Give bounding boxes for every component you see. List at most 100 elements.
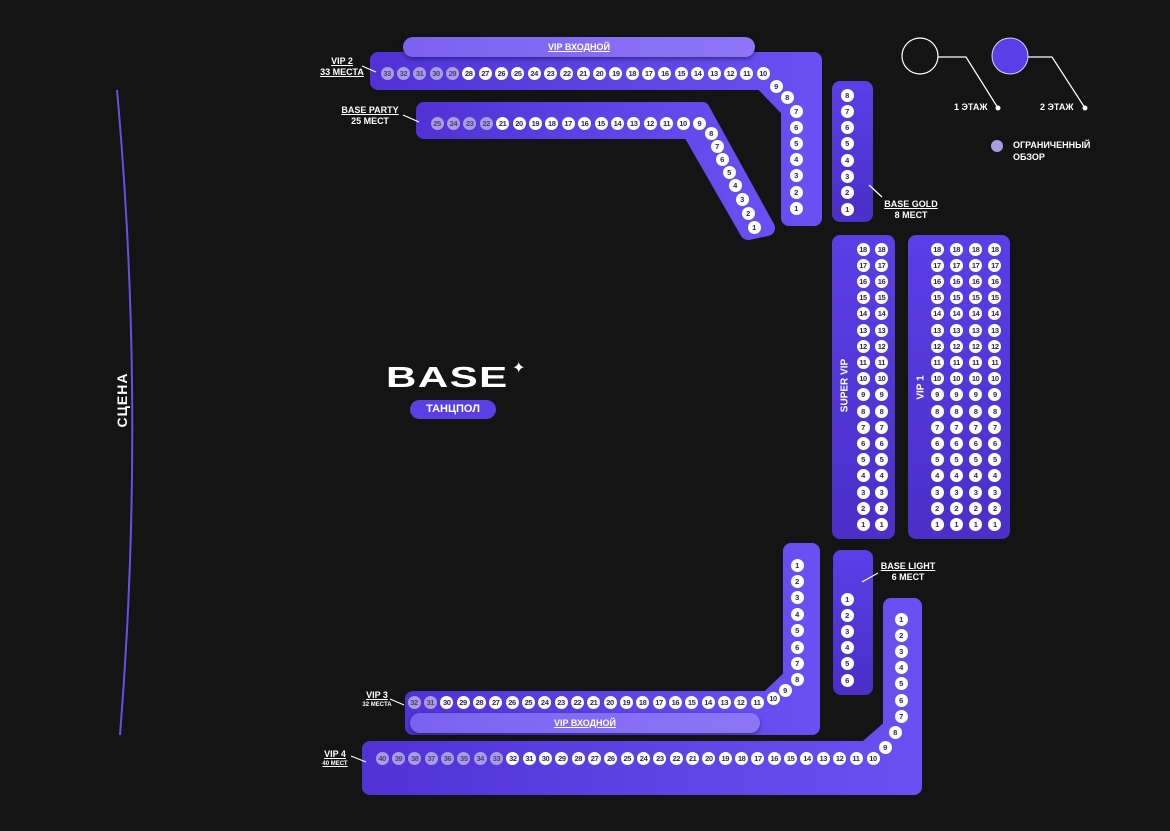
seat-vip3[interactable]: 13 [717,695,731,709]
seat-vip1[interactable]: 11 [949,355,963,369]
seat-base-party[interactable]: 22 [479,116,493,130]
seat-vip2[interactable]: 31 [413,66,427,80]
seat-vip3[interactable]: 30 [440,695,454,709]
seat-vip3[interactable]: 14 [701,695,715,709]
seat-vip3[interactable]: 25 [521,695,535,709]
seat-super-vip[interactable]: 17 [856,258,870,272]
seat-vip3[interactable]: 19 [619,695,633,709]
seat-vip1[interactable]: 16 [988,274,1002,288]
seat-vip2[interactable]: 15 [674,66,688,80]
seat-vip4[interactable]: 33 [490,751,504,765]
seat-vip2[interactable]: 3 [789,169,803,183]
seat-vip2[interactable]: 27 [478,66,492,80]
seat-base-party[interactable]: 11 [660,116,674,130]
seat-vip4[interactable]: 23 [653,751,667,765]
seat-vip1[interactable]: 16 [969,274,983,288]
seat-vip3[interactable]: 11 [750,695,764,709]
seat-super-vip[interactable]: 15 [875,291,888,305]
seat-base-party[interactable]: 20 [512,116,526,130]
seat-vip3[interactable]: 4 [790,607,804,621]
seat-vip1[interactable]: 10 [988,372,1002,386]
seat-vip3[interactable]: 31 [423,695,437,709]
seat-super-vip[interactable]: 6 [856,436,870,450]
seat-vip3[interactable]: 9 [778,683,792,697]
seat-vip1[interactable]: 13 [949,323,963,337]
seat-vip1[interactable]: 15 [949,291,963,305]
seat-base-gold[interactable]: 3 [840,170,854,183]
seat-vip1[interactable]: 18 [988,242,1002,256]
seat-vip1[interactable]: 6 [988,436,1002,450]
seat-vip4[interactable]: 6 [894,693,908,707]
seat-vip2[interactable]: 19 [609,66,623,80]
seat-vip2[interactable]: 21 [576,66,590,80]
seat-vip2[interactable]: 5 [789,136,803,150]
seat-vip3[interactable]: 5 [790,624,804,638]
seat-vip1[interactable]: 9 [930,388,944,402]
seat-vip1[interactable]: 6 [930,436,944,450]
vip-entry-bottom[interactable]: VIP ВХОДНОЙ [410,713,760,733]
seat-super-vip[interactable]: 14 [856,307,870,321]
seat-vip1[interactable]: 13 [930,323,944,337]
seat-vip4[interactable]: 5 [894,677,908,691]
seat-vip1[interactable]: 10 [949,372,963,386]
seat-vip4[interactable]: 1 [894,612,908,626]
seat-vip3[interactable]: 28 [472,695,486,709]
seat-vip4[interactable]: 19 [718,751,732,765]
seat-vip2[interactable]: 17 [642,66,656,80]
seat-vip3[interactable]: 24 [538,695,552,709]
seat-vip4[interactable]: 40 [375,751,389,765]
seat-vip1[interactable]: 7 [969,420,983,434]
seat-vip1[interactable]: 10 [969,372,983,386]
seat-vip4[interactable]: 10 [866,751,880,765]
seat-super-vip[interactable]: 13 [856,323,870,337]
seat-vip4[interactable]: 25 [620,751,634,765]
seat-base-party[interactable]: 24 [446,116,460,130]
seat-super-vip[interactable]: 10 [875,372,888,386]
seat-vip1[interactable]: 16 [949,274,963,288]
seat-vip1[interactable]: 14 [930,307,944,321]
seat-vip2[interactable]: 11 [740,66,754,80]
seat-vip1[interactable]: 3 [930,485,944,499]
seat-vip1[interactable]: 9 [969,388,983,402]
dance-floor-badge[interactable]: ТАНЦПОЛ [410,400,496,419]
seat-vip1[interactable]: 11 [988,355,1002,369]
seat-base-party[interactable]: 19 [528,116,542,130]
seat-super-vip[interactable]: 5 [875,453,888,467]
seat-super-vip[interactable]: 12 [875,339,888,353]
seat-vip1[interactable]: 1 [949,517,963,531]
seat-base-party[interactable]: 15 [594,116,608,130]
seat-super-vip[interactable]: 11 [875,355,888,369]
seat-vip1[interactable]: 18 [969,242,983,256]
seat-super-vip[interactable]: 1 [875,517,888,531]
seat-super-vip[interactable]: 15 [856,291,870,305]
seat-super-vip[interactable]: 11 [856,355,870,369]
seat-vip2[interactable]: 12 [723,66,737,80]
seat-vip1[interactable]: 18 [949,242,963,256]
seat-vip1[interactable]: 17 [949,258,963,272]
seat-super-vip[interactable]: 2 [875,501,888,515]
seat-vip1[interactable]: 7 [988,420,1002,434]
seat-base-party[interactable]: 2 [741,206,755,220]
seat-vip4[interactable]: 4 [894,661,908,675]
seat-vip4[interactable]: 15 [784,751,798,765]
seat-vip4[interactable]: 17 [751,751,765,765]
seat-vip1[interactable]: 5 [988,453,1002,467]
seat-vip1[interactable]: 16 [930,274,944,288]
seat-base-party[interactable]: 14 [610,116,624,130]
seat-vip1[interactable]: 7 [930,420,944,434]
seat-super-vip[interactable]: 5 [856,453,870,467]
seat-vip3[interactable]: 16 [668,695,682,709]
seat-super-vip[interactable]: 9 [856,388,870,402]
seat-vip1[interactable]: 10 [930,372,944,386]
seat-super-vip[interactable]: 2 [856,501,870,515]
seat-vip1[interactable]: 8 [969,404,983,418]
seat-vip4[interactable]: 38 [408,751,422,765]
seat-vip4[interactable]: 9 [878,740,892,754]
seat-vip1[interactable]: 8 [949,404,963,418]
seat-super-vip[interactable]: 3 [875,485,888,499]
seat-vip1[interactable]: 11 [930,355,944,369]
seat-vip3[interactable]: 29 [456,695,470,709]
seat-base-party[interactable]: 6 [715,152,729,166]
seat-vip3[interactable]: 3 [790,591,804,605]
seat-vip4[interactable]: 12 [833,751,847,765]
